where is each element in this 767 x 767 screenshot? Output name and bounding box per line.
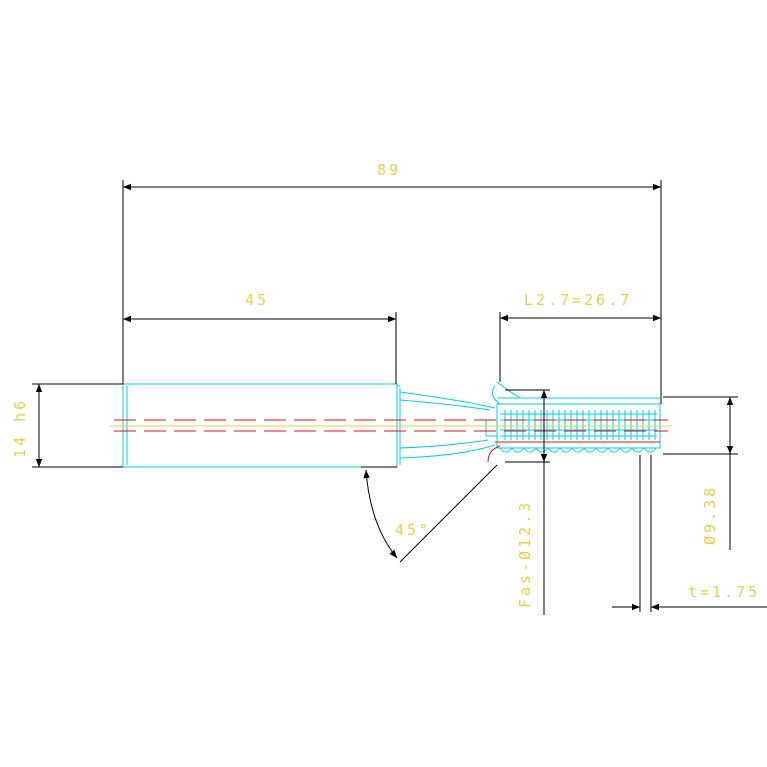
dim-text-overall-length: 89 <box>377 161 401 179</box>
dim-text-thread-pitch: t=1.75 <box>688 583 760 601</box>
dim-text-minor-diameter: Ø9.38 <box>701 485 719 545</box>
tap-body <box>122 381 661 468</box>
dimension-chamfer-diameter <box>505 389 550 615</box>
dimension-thread-length <box>499 312 661 382</box>
dimension-thread-pitch <box>612 455 767 612</box>
dimension-minor-diameter <box>663 396 738 550</box>
dimension-chamfer-angle <box>361 464 498 563</box>
dimension-overall-length <box>122 180 662 404</box>
dimension-shank-length <box>123 312 397 384</box>
chamfer-hidden-curve <box>487 445 501 463</box>
thread-hatching <box>500 410 657 440</box>
dim-text-shank-length: 45 <box>245 291 269 309</box>
dim-text-chamfer-angle: 45° <box>395 521 431 539</box>
centerlines <box>110 419 672 432</box>
dim-text-thread-length: L2.7=26.7 <box>524 291 632 309</box>
dim-text-chamfer-diameter: Fas-Ø12.3 <box>516 500 534 608</box>
dim-text-shank-diameter: 14 h6 <box>11 398 29 458</box>
thread-section <box>485 397 661 453</box>
dimension-shank-diameter <box>32 383 123 468</box>
